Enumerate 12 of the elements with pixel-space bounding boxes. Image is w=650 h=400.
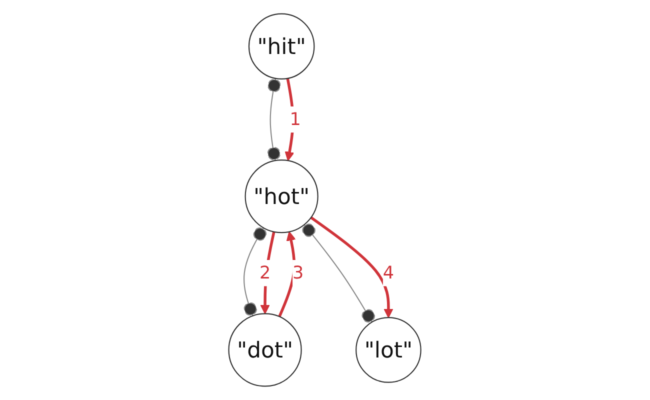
edge-label: 4: [383, 262, 394, 284]
edge-label: 3: [292, 262, 304, 284]
edge-label: 2: [260, 262, 271, 284]
node-circle: "hit": [248, 13, 315, 80]
edge-label: 1: [290, 108, 302, 130]
arrow: [310, 216, 394, 318]
connector: [268, 78, 282, 161]
connector: [302, 224, 376, 322]
node-circle: "lot": [356, 317, 422, 383]
node-circle: "hot": [244, 160, 319, 234]
node-circle: "dot": [228, 313, 302, 387]
connector: [244, 227, 267, 316]
